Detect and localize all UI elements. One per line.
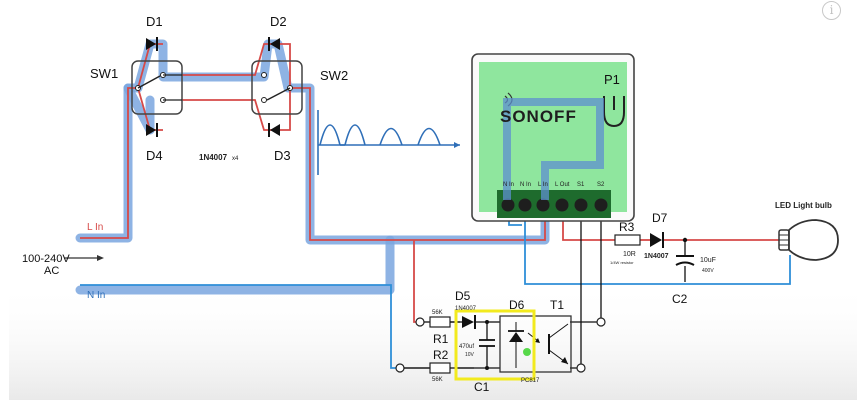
label-diode-qty: x4 (232, 156, 239, 162)
label-r1-val: 56K (432, 310, 443, 316)
label-t1: T1 (550, 298, 564, 312)
module-highlight (503, 98, 604, 200)
terminal-s1 (576, 363, 586, 373)
label-r2-val: 56K (432, 377, 443, 383)
capacitor-c2 (675, 255, 695, 266)
diode-d1 (146, 37, 158, 51)
label-c1-val: 470uf (459, 344, 474, 350)
terminal-n-in: N In (503, 182, 514, 188)
label-opto: PC817 (521, 378, 540, 384)
label-c2-val: 10uF (700, 257, 716, 264)
label-d5-part: 1N4007 (455, 306, 477, 312)
terminal-s1-label: S1 (577, 182, 585, 188)
label-l-in: L In (87, 222, 103, 233)
junction-dot (682, 237, 688, 243)
resistor-r2 (429, 362, 451, 374)
switch-sw2 (251, 60, 303, 115)
resistor-r1 (429, 316, 451, 328)
label-c1: C1 (474, 380, 490, 394)
label-c2-volt: 400V (702, 268, 714, 274)
background-fade (9, 282, 857, 400)
label-supply-1: 100-240V (22, 253, 70, 265)
label-sw1: SW1 (90, 66, 118, 81)
diode-d4 (146, 123, 158, 137)
resistor-r3 (614, 234, 641, 246)
label-r3-val: 10R (623, 251, 636, 258)
label-n-in: N In (87, 290, 105, 301)
label-led: LED Light bulb (775, 201, 832, 210)
label-d7: D7 (652, 211, 668, 225)
diode-d5 (462, 315, 476, 329)
live-wires (80, 43, 780, 323)
switch-sw1 (131, 60, 183, 115)
label-c2: C2 (672, 292, 688, 306)
label-r1: R1 (433, 332, 449, 346)
label-d7-part: 1N4007 (644, 253, 669, 260)
terminal-l-in: L In (538, 182, 548, 188)
supply-arrow (64, 255, 104, 261)
label-supply-2: AC (44, 265, 59, 277)
terminal-l-out: L Out (555, 182, 570, 188)
label-d3: D3 (274, 148, 291, 163)
label-d4: D4 (146, 148, 163, 163)
label-d1: D1 (146, 14, 163, 29)
terminal-r2 (395, 363, 405, 373)
sonoff-logo: SONOFF (500, 107, 577, 126)
terminal-s2-label: S2 (597, 182, 605, 188)
label-d2: D2 (270, 14, 287, 29)
label-r2: R2 (433, 348, 449, 362)
terminal-labels: N In N In L In L Out S1 S2 (503, 182, 605, 188)
led-bulb-icon (778, 219, 839, 261)
info-icon[interactable]: i (822, 1, 841, 20)
terminal-n-in-2: N In (520, 182, 531, 188)
label-r3: R3 (619, 220, 635, 234)
label-d6: D6 (509, 298, 525, 312)
label-c1-volt: 10V (465, 352, 475, 358)
label-diode-part: 1N4007 (199, 153, 228, 162)
waveform-graph (317, 110, 460, 175)
capacitor-c1 (479, 320, 495, 370)
terminal-r1 (415, 317, 425, 327)
diode-d7 (650, 232, 664, 248)
terminal-s2 (596, 317, 606, 327)
label-r3-note: 1/4W resistor (610, 260, 634, 265)
label-sw2: SW2 (320, 68, 348, 83)
label-p1: P1 (604, 72, 620, 87)
label-d5: D5 (455, 289, 471, 303)
diode-d2 (268, 37, 280, 51)
highlight-box (454, 309, 536, 381)
diode-d3 (268, 123, 280, 137)
